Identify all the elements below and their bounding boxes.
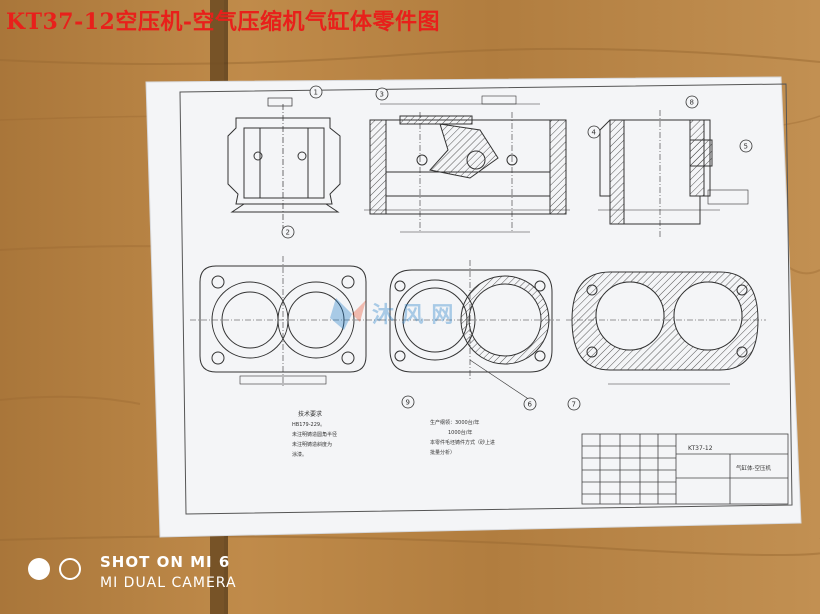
tech-notes-heading: 技术要求 — [298, 410, 322, 418]
production-notes: 生产纲领：3000台/年 1000台/年 本零件毛坯铸件方式（砂上进 批量分析） — [430, 419, 495, 456]
production-note: 批量分析） — [430, 449, 455, 456]
cylinder-side-section — [598, 110, 749, 238]
svg-text:沐 风 网: 沐 风 网 — [372, 303, 453, 328]
cylinder-bottom-section — [380, 260, 560, 401]
balloon-7: 7 — [567, 397, 581, 411]
balloon-9: 9 — [401, 395, 415, 409]
balloon-2: 2 — [281, 225, 295, 239]
camera-dot-filled-icon — [28, 558, 50, 580]
production-note: 生产纲领：3000台/年 — [430, 419, 479, 426]
camera-dot-ring-icon — [59, 558, 81, 580]
svg-text:9: 9 — [406, 399, 410, 407]
item-balloons: 1 2 3 4 5 6 7 8 9 — [281, 85, 753, 411]
svg-text:7: 7 — [572, 401, 576, 409]
cylinder-top-view — [190, 256, 380, 386]
balloon-3: 3 — [375, 87, 389, 101]
title-block: KT37-12 气缸体-空压机 — [581, 433, 789, 505]
title-block-name: 气缸体-空压机 — [736, 464, 771, 472]
svg-text:3: 3 — [380, 91, 384, 99]
balloon-8: 8 — [685, 95, 699, 109]
production-note: 本零件毛坯铸件方式（砂上进 — [430, 439, 495, 446]
cylinder-gasket-section — [566, 271, 766, 385]
image-title: KT37-12空压机-空气压缩机气缸体零件图 — [6, 9, 440, 35]
balloon-4: 4 — [587, 125, 601, 139]
camera-watermark-line1: SHOT ON MI 6 — [100, 553, 231, 571]
technical-requirements: 技术要求 HB179-229。 未注明铸造圆角半径 未注明铸造斜度为 涂漆。 — [292, 410, 337, 458]
cylinder-section-view — [364, 95, 570, 233]
title-block-code: KT37-12 — [688, 445, 713, 452]
svg-text:5: 5 — [744, 143, 748, 151]
production-note: 1000台/年 — [448, 429, 472, 436]
tech-note: 未注明铸造圆角半径 — [292, 431, 337, 438]
cylinder-front-view — [227, 97, 341, 230]
tech-note: HB179-229。 — [292, 422, 325, 428]
tech-note: 涂漆。 — [292, 451, 307, 458]
camera-watermark-line2: MI DUAL CAMERA — [100, 575, 237, 591]
site-logo-watermark: 沐 风 网 — [330, 298, 453, 330]
svg-text:2: 2 — [286, 229, 290, 237]
svg-text:8: 8 — [690, 99, 694, 107]
svg-text:1: 1 — [314, 89, 318, 97]
svg-text:6: 6 — [528, 401, 533, 409]
tech-note: 未注明铸造斜度为 — [292, 441, 332, 448]
balloon-1: 1 — [309, 85, 323, 99]
balloon-6: 6 — [523, 397, 537, 411]
drawing-paper — [145, 76, 802, 538]
camera-watermark: SHOT ON MI 6 MI DUAL CAMERA — [100, 553, 237, 591]
svg-text:4: 4 — [592, 129, 597, 137]
balloon-5: 5 — [739, 139, 753, 153]
